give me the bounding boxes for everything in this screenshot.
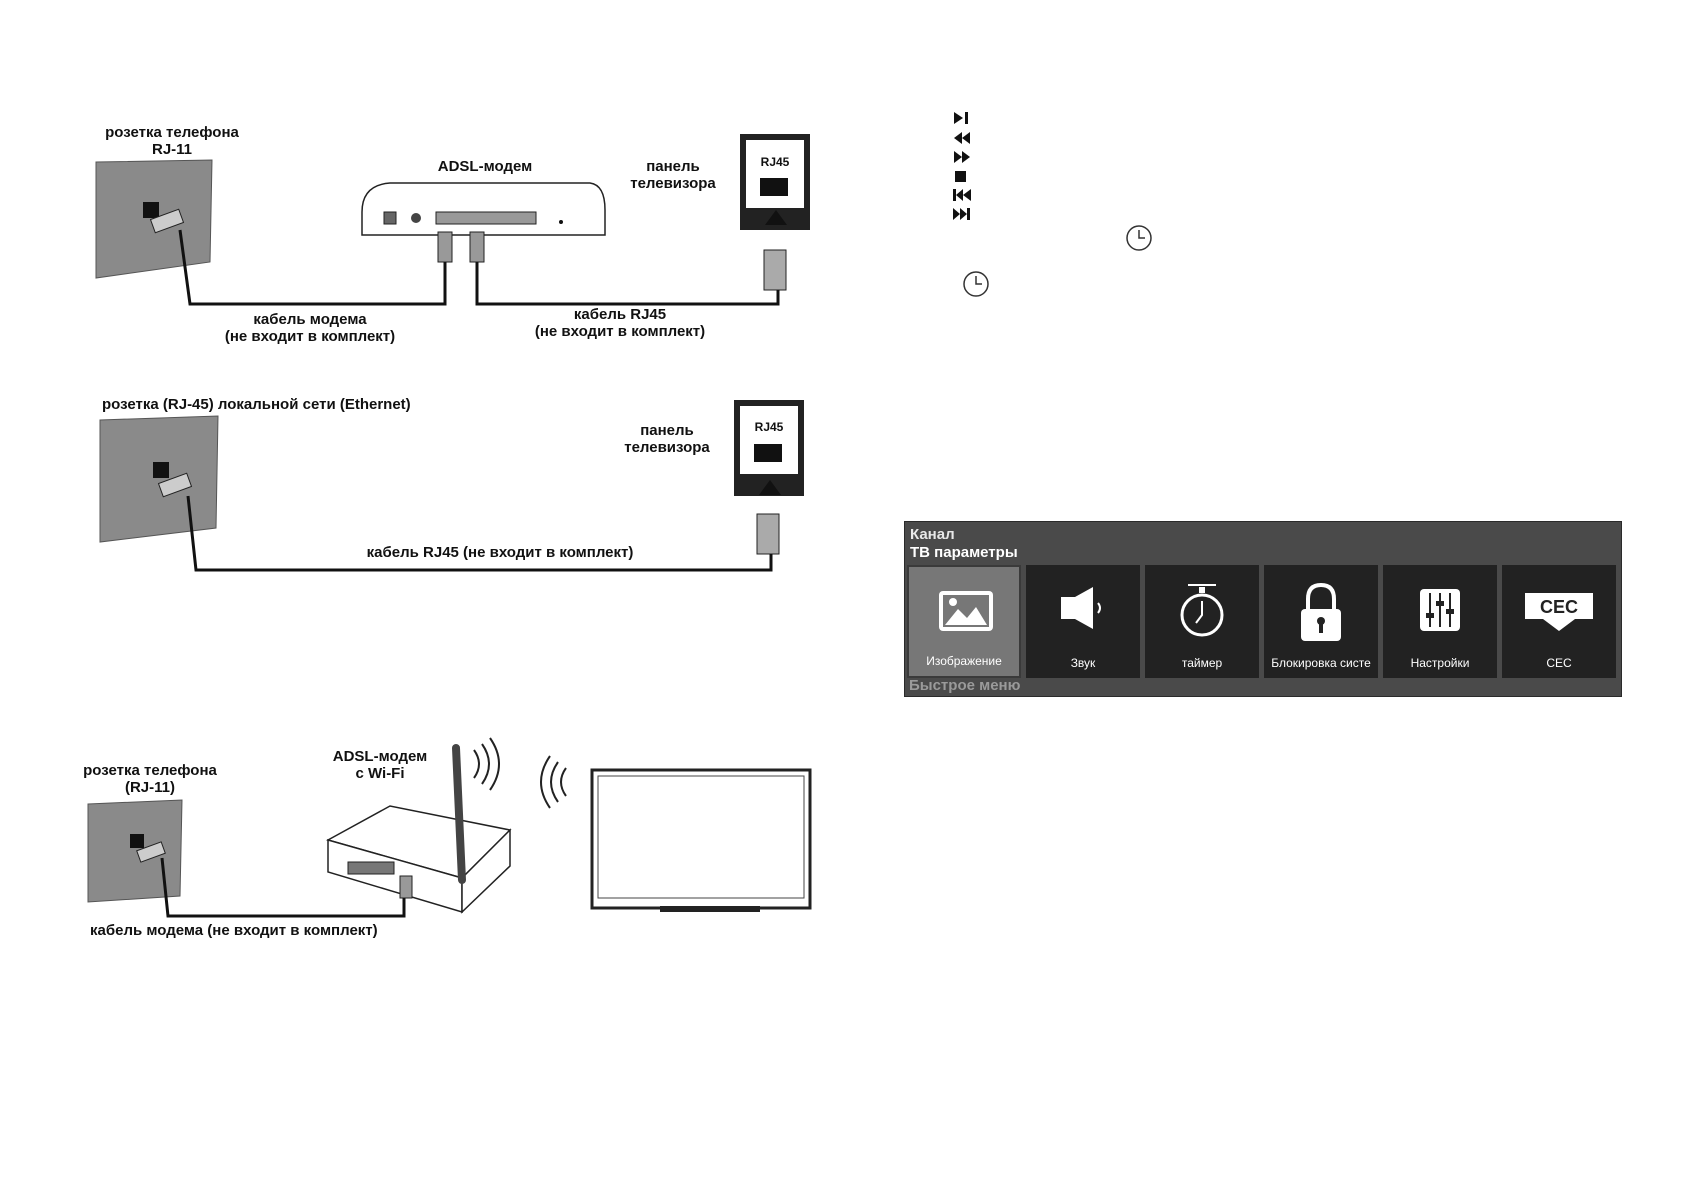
play-pause-icon	[954, 112, 968, 124]
tile-label: CEC	[1546, 656, 1572, 670]
clock-icon	[1126, 225, 1152, 251]
tile-label: Настройки	[1410, 656, 1470, 670]
fast-forward-icon	[954, 151, 970, 163]
tile-sound[interactable]: Звук	[1026, 565, 1140, 678]
diagram2-wall-socket	[99, 415, 219, 543]
wifi-modem-label: ADSL-модем с Wi-Fi	[332, 748, 428, 782]
lock-icon	[1301, 583, 1341, 641]
rj45-cable-label: кабель RJ45 (не входит в комплект)	[366, 544, 634, 561]
breadcrumb: Канал	[910, 526, 955, 543]
svg-text:CEC: CEC	[1540, 597, 1578, 617]
diagram3-tv	[590, 768, 812, 912]
diagram1-modem	[361, 182, 606, 263]
cec-icon: CEC	[1525, 593, 1593, 631]
diagram1-cables	[178, 229, 780, 306]
timer-icon	[1180, 584, 1224, 637]
diagram2-tv-panel	[734, 400, 804, 555]
rewind-icon	[954, 132, 970, 144]
tv-quick-menu: Канал ТВ параметры Изображение Звук тайм…	[904, 521, 1622, 697]
rj45-port-label: RJ45	[760, 155, 790, 169]
tile-label: таймер	[1181, 656, 1223, 670]
tv-panel-label: панель телевизора	[624, 422, 710, 456]
modem-cable-label: кабель модема (не входит в комплект)	[224, 311, 396, 345]
diagrams-drawing	[87, 134, 812, 918]
clock-icon	[963, 271, 989, 297]
tv-panel-label: панель телевизора	[630, 158, 716, 192]
rj45-port-label: RJ45	[754, 420, 784, 434]
phone-socket-label: розетка телефона (RJ-11)	[83, 762, 217, 796]
diagram3-wifi-waves	[540, 755, 567, 809]
phone-socket-label: розетка телефона RJ-11	[105, 124, 239, 158]
previous-icon	[953, 189, 971, 201]
tile-settings[interactable]: Настройки	[1383, 565, 1497, 678]
menu-title: ТВ параметры	[910, 544, 1018, 561]
tile-timer[interactable]: таймер	[1145, 565, 1259, 678]
tile-picture[interactable]: Изображение	[907, 565, 1021, 678]
sliders-icon	[1420, 589, 1460, 631]
modem-cable-label: кабель модема (не входит в комплект)	[90, 922, 378, 939]
connection-diagrams: розетка телефона RJ-11 ADSL-модем панель…	[0, 0, 840, 1191]
diagram3-cable	[160, 857, 406, 918]
diagram1-tv-panel	[740, 134, 810, 291]
tile-label: Изображение	[926, 654, 1002, 668]
tile-label: Звук	[1070, 656, 1096, 670]
tile-cec[interactable]: CEC CEC	[1502, 565, 1616, 678]
stop-icon	[955, 171, 966, 182]
picture-icon	[939, 591, 993, 631]
quick-menu-footer: Быстрое меню	[909, 677, 1021, 694]
rj45-cable-label: кабель RJ45 (не входит в комплект)	[534, 306, 706, 340]
diagram2-cable	[186, 495, 773, 572]
diagram3-wifi-router	[326, 737, 512, 914]
modem-label: ADSL-модем	[437, 158, 533, 175]
diagram3-wall-socket	[87, 799, 183, 903]
tile-label: Блокировка систе	[1271, 656, 1371, 670]
lan-socket-label: розетка (RJ-45) локальной сети (Ethernet…	[102, 396, 411, 413]
next-icon	[953, 208, 970, 220]
tile-system-lock[interactable]: Блокировка систе	[1264, 565, 1378, 678]
speaker-icon	[1061, 587, 1101, 629]
diagram1-wall-socket	[95, 159, 213, 279]
